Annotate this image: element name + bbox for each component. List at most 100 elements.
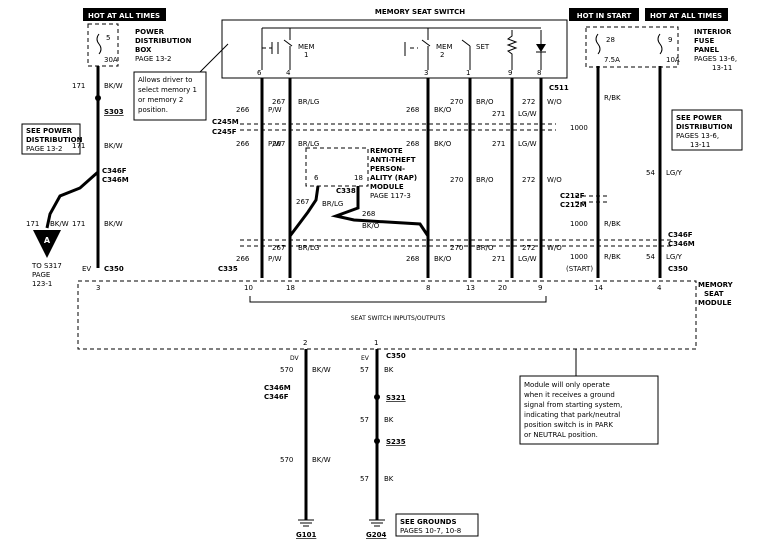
callout-module-l3: signal from starting system, — [524, 401, 622, 409]
g57-c: 57 — [360, 475, 369, 483]
memory-seat-module-box — [77, 280, 697, 350]
rap-l2: ANTI-THEFT — [370, 156, 416, 164]
mid-268: 268 — [406, 140, 419, 148]
mid-271-color: LG/W — [518, 140, 537, 148]
pdb-line2: DISTRIBUTION — [135, 37, 192, 45]
svg-text:DV: DV — [290, 355, 300, 362]
top-272: 272 — [522, 98, 535, 106]
top-266: 266 — [236, 106, 250, 114]
see-power-right-l4: 13-11 — [690, 141, 710, 149]
mid-connector-labels: C245M C245F C511 C212F C212M C335 C346F … — [212, 84, 695, 273]
rap-267: 267 — [296, 198, 309, 206]
rap-268-color: BK/O — [362, 222, 380, 230]
see-power-right-l1: SEE POWER — [676, 114, 723, 122]
wire-171: 171 BK/W S303 171 BK/W C346F C346M 171 B… — [26, 66, 129, 292]
g570-top: 570 — [280, 366, 293, 374]
module-pin-20: 20 — [498, 284, 507, 292]
top-270-color: BR/O — [476, 98, 494, 106]
hot-in-start-box: HOT IN START — [569, 8, 639, 21]
splice-s321: S321 — [386, 394, 406, 402]
callout-memory-l3: or memory 2 — [138, 96, 183, 104]
rap-pin-6: 6 — [314, 174, 319, 182]
top-268-color: BK/O — [434, 106, 452, 114]
g57-b: 57 — [360, 416, 369, 424]
ifp-line1: INTERIOR — [694, 28, 732, 36]
wire-171-mid-color: BK/W — [104, 142, 123, 150]
connector-c350-left: C350 — [104, 265, 124, 273]
rap-268: 268 — [362, 210, 375, 218]
mid-270: 270 — [450, 176, 463, 184]
wire-171-mid-circuit: 171 — [72, 142, 85, 150]
callout-module-l6: or NEUTRAL position. — [524, 431, 598, 439]
module-pins: 10 18 8 13 20 9 14 4 — [244, 284, 662, 292]
connector-lines — [240, 123, 672, 247]
ev-left: EV — [82, 265, 91, 273]
ifp-label: INTERIOR FUSE PANEL PAGES 13-6, 13-11 — [694, 28, 737, 72]
pdb-fuse: 5 30A — [96, 33, 118, 64]
g570-bot: 570 — [280, 456, 293, 464]
r1000-bot: 1000 — [570, 253, 588, 261]
callout-module-l1: Module will only operate — [524, 381, 610, 389]
switch-pin-9: 9 — [508, 69, 512, 77]
top-271-color: LG/W — [518, 110, 537, 118]
bot-270-color: BR/O — [476, 244, 494, 252]
switch-pin-4: 4 — [286, 69, 291, 77]
r54-bot-color: LG/Y — [666, 253, 683, 261]
callout-memory-l4: position. — [138, 106, 168, 114]
ground-g101: G101 — [296, 531, 316, 539]
pdb-line4: PAGE 13-2 — [135, 55, 171, 63]
callout-module-ground: Module will only operate when it receive… — [519, 349, 659, 445]
mid-271: 271 — [492, 140, 505, 148]
hot-at-all-times-left-box: HOT AT ALL TIMES — [83, 8, 166, 21]
connector-c346m-ground: C346M — [264, 384, 291, 392]
bot-271: 271 — [492, 255, 505, 263]
bot-270: 270 — [450, 244, 463, 252]
wire-171-top-circuit: 171 — [72, 82, 85, 90]
module-pin-3: 3 — [96, 284, 100, 292]
start-label: (START) — [566, 265, 593, 273]
ifp-fuse-left-number: 28 — [606, 36, 615, 44]
g570-bot-color: BK/W — [312, 456, 331, 464]
see-power-right-l3: PAGES 13-6, — [676, 132, 719, 140]
see-power-right-l2: DISTRIBUTION — [676, 123, 733, 131]
memory-switch-pins: 6 4 3 1 9 8 — [257, 69, 541, 77]
callout-module-l5: position switch is in PARK — [524, 421, 613, 429]
ifp-fuses: 28 7.5A 9 10A — [595, 33, 680, 64]
hot-left-label: HOT AT ALL TIMES — [88, 12, 160, 20]
see-power-left-l2: DISTRIBUTION — [26, 136, 83, 144]
connector-a-label: A — [44, 236, 51, 245]
to-s317-l2: PAGE — [32, 271, 50, 279]
pdb-fuse-number: 5 — [106, 34, 110, 42]
r1000-mid-color: R/BK — [604, 220, 621, 228]
pdb-label: POWER DISTRIBUTION BOX PAGE 13-2 — [135, 28, 192, 63]
bot-267: 267 — [272, 244, 285, 252]
svg-text:EV: EV — [361, 355, 370, 362]
splice-s235: S235 — [386, 438, 406, 446]
module-pin-13: 13 — [466, 284, 475, 292]
module-pin-2: 2 — [303, 339, 307, 347]
pdb-line3: BOX — [135, 46, 152, 54]
connector-c245f: C245F — [212, 128, 237, 136]
see-power-right: SEE POWER DISTRIBUTION PAGES 13-6, 13-11 — [671, 109, 743, 151]
ifp-line5: 13-11 — [712, 64, 732, 72]
module-pin-9: 9 — [538, 284, 542, 292]
wire-bundle — [260, 66, 662, 278]
see-power-left-l3: PAGE 13-2 — [26, 145, 62, 153]
memory-switch-title: MEMORY SEAT SWITCH — [375, 8, 465, 16]
connector-c511: C511 — [549, 84, 569, 92]
ifp-fuse-box — [585, 26, 679, 68]
g57-b-color: BK — [384, 416, 394, 424]
ifp-fuse-left-amps: 7.5A — [604, 56, 620, 64]
top-267: 267 — [272, 98, 285, 106]
bot-272: 272 — [522, 244, 535, 252]
rap-l3: PERSON- — [370, 165, 405, 173]
wire-labels-mid: 266 P/W 267 BR/LG 268 BK/O 270 BR/O 271 … — [236, 140, 562, 184]
switch-pin-1: 1 — [466, 69, 470, 77]
memory-seat-switch-box — [221, 19, 568, 79]
connector-c346f-ground: C346F — [264, 393, 289, 401]
wire-171-branch-circuit: 171 — [26, 220, 39, 228]
to-s317-l1: TO S317 — [31, 262, 62, 270]
g57-a: 57 — [360, 366, 369, 374]
module-pin-1: 1 — [374, 339, 378, 347]
r1000-top-color: R/BK — [604, 94, 621, 102]
